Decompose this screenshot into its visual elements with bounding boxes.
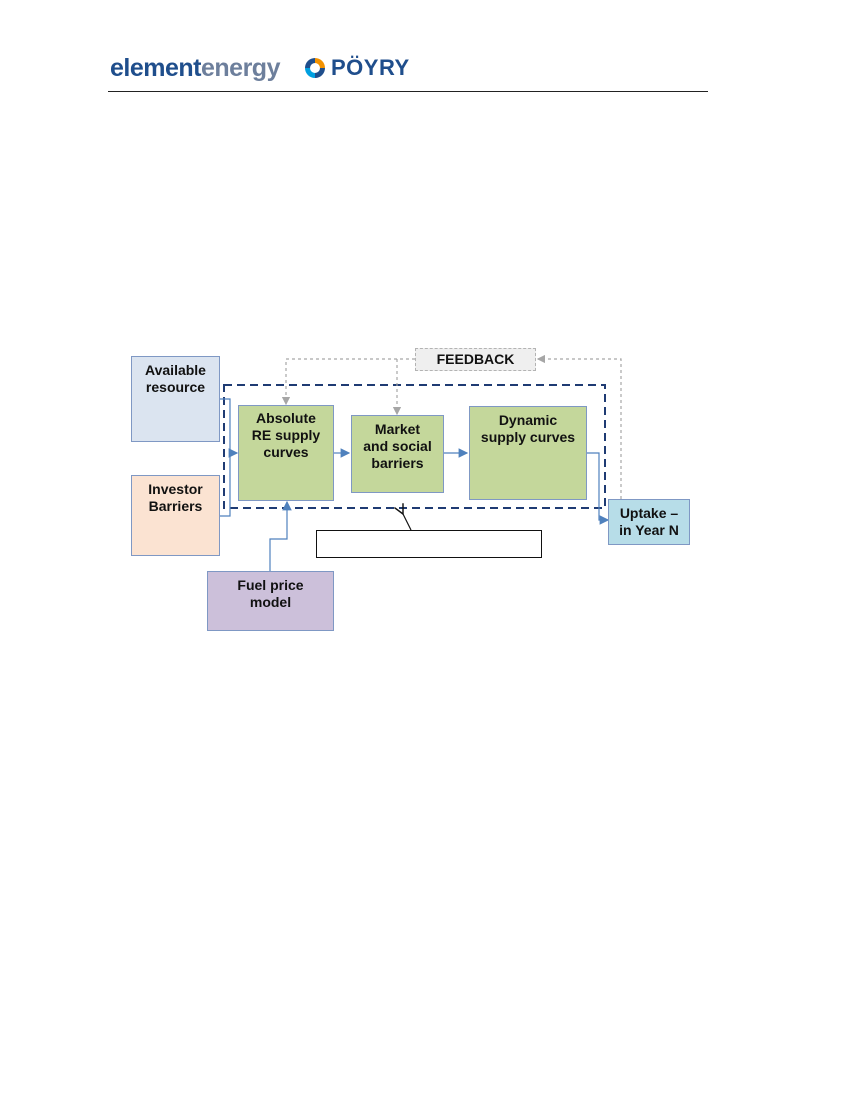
node-uptake-line2: in Year N [619,522,679,538]
node-uptake-in-year-n: Uptake – in Year N [608,499,690,545]
model-boundary [223,384,606,509]
feedback-line-to-absolute [281,358,415,406]
node-absolute-re-supply-curves: Absolute RE supply curves [238,405,334,501]
node-investor-barriers: Investor Barriers [131,475,220,556]
model-boundary-caption [316,530,542,558]
node-absolute-line3: curves [263,444,309,460]
poyry-logo-icon [305,58,325,78]
node-market-line1: Market [374,421,421,437]
node-dynamic-line1: Dynamic [498,412,558,428]
connector-fuel-price [269,500,292,571]
node-available-resource: Available resource [131,356,220,442]
node-investor-barriers-line1: Investor [148,481,203,497]
node-investor-barriers-line2: Barriers [148,498,203,514]
caption-pointer-arrow [403,514,412,531]
node-absolute-line2: RE supply [251,427,321,443]
node-fuel-price-model-line2: model [249,594,292,610]
poyry-logo-text: PÖYRY [331,55,410,80]
node-available-resource-line2: resource [145,379,206,395]
connector-investor-barriers [219,453,231,517]
logo-element-text: element [110,54,201,82]
node-dynamic-supply-curves: Dynamic supply curves [469,406,587,500]
node-market-and-social-barriers: Market and social barriers [351,415,444,493]
connector-available-resource [219,398,239,458]
logo-energy-text: energy [200,54,280,82]
node-fuel-price-model-line1: Fuel price [237,577,304,593]
node-absolute-line1: Absolute [256,410,316,426]
node-market-line3: barriers [371,455,424,471]
node-available-resource-line1: Available [145,362,206,378]
node-fuel-price-model: Fuel price model [207,571,334,631]
element-energy-logo: elementenergy [110,54,280,83]
feedback-line-from-uptake [536,354,622,499]
header-divider [108,91,708,92]
connector-dynamic-to-uptake [587,452,610,525]
feedback-label: FEEDBACK [415,348,536,371]
node-dynamic-line2: supply curves [480,429,576,445]
node-uptake-line1: Uptake – [619,505,679,521]
node-market-line2: and social [363,438,432,454]
